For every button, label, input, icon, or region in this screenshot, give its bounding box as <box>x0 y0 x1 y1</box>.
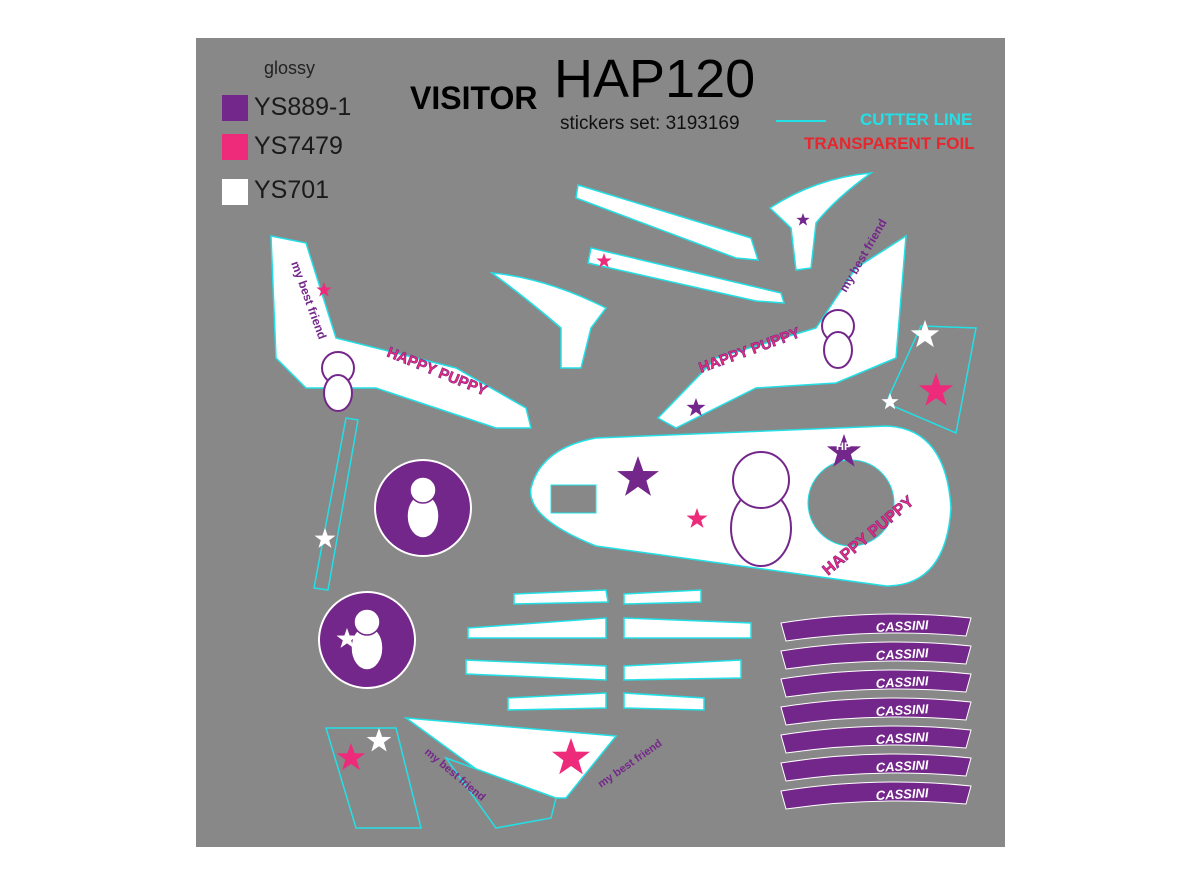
cutter-line-sample <box>776 120 826 122</box>
sticker-bottom-wing-2 <box>443 756 557 829</box>
finish-label: glossy <box>264 58 316 78</box>
rim-sticker <box>780 725 972 754</box>
sticker-side-panel-left <box>270 235 532 429</box>
sticker-top-strip-1 <box>575 184 760 261</box>
color-code-pink: YS7479 <box>254 132 343 160</box>
sticker-artwork: my best friend my best friend my best fr… <box>270 172 977 829</box>
sticker-fin-right <box>768 172 874 271</box>
sticker-side-panel-right <box>656 234 907 429</box>
sticker-thin-strip <box>313 417 359 591</box>
rim-brand: CASSINI <box>875 645 929 663</box>
sticker-small-strip <box>623 659 742 681</box>
rim-sticker <box>780 781 972 810</box>
rim-brand: CASSINI <box>875 785 929 803</box>
sticker-small-strip <box>623 692 705 711</box>
model-title: HAP120 <box>554 49 756 109</box>
sticker-fin-left <box>489 272 608 369</box>
color-code-white: YS701 <box>254 176 330 204</box>
rim-brand: CASSINI <box>875 729 929 747</box>
rim-sticker <box>780 669 972 698</box>
rim-brand: CASSINI <box>875 673 929 691</box>
sticker-sheet: glossy YS889-1 YS7479 YS701 VISITOR HAP1… <box>196 38 1005 847</box>
rim-sticker <box>780 753 972 782</box>
sticker-small-strip <box>623 617 752 639</box>
sticker-small-strip <box>513 589 609 605</box>
rim-brand: CASSINI <box>875 701 929 719</box>
sticker-triangle-right <box>885 325 977 435</box>
sticker-small-strip <box>623 589 702 605</box>
sticker-small-strip <box>465 659 607 681</box>
swatch-purple <box>222 95 248 121</box>
sticker-bottom-left <box>324 727 422 829</box>
cutter-line-label: CUTTER LINE <box>860 110 973 129</box>
rim-sticker <box>780 613 972 642</box>
badge-hp: HP <box>836 441 851 453</box>
chain-guard-slot <box>550 484 597 514</box>
swatch-pink <box>222 134 248 160</box>
transparent-foil-label: TRANSPARENT FOIL <box>804 134 975 153</box>
rim-sticker <box>780 697 972 726</box>
color-code-purple: YS889-1 <box>254 93 352 121</box>
rim-brand: CASSINI <box>875 617 929 635</box>
sticker-small-strip <box>507 692 607 711</box>
set-label: stickers set: 3193169 <box>560 113 740 134</box>
rim-brand: CASSINI <box>875 757 929 775</box>
rim-sticker <box>780 641 972 670</box>
swatch-white <box>222 179 248 205</box>
brand-title: VISITOR <box>410 80 538 116</box>
sticker-small-strip <box>467 617 607 639</box>
sticker-top-strip-2 <box>587 247 786 304</box>
